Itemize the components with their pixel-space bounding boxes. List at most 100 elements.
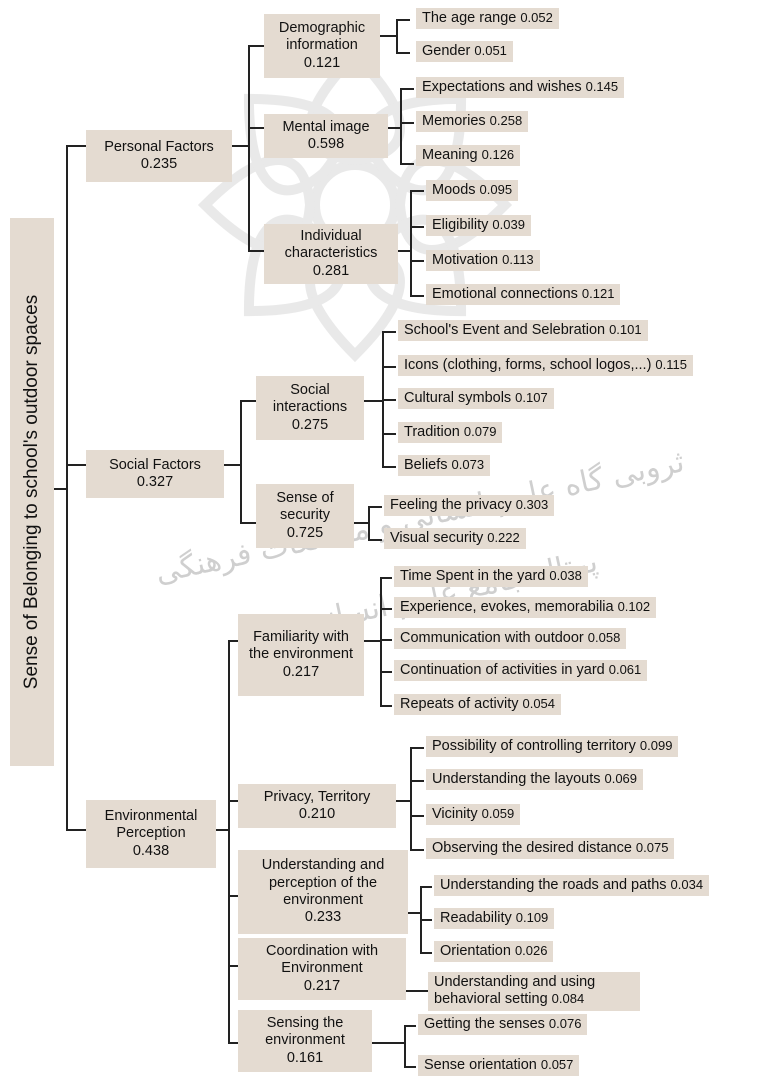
connector (248, 45, 264, 47)
connector (248, 250, 264, 252)
connector (228, 800, 238, 802)
connector (228, 640, 238, 642)
leaf-label: Sense orientation (424, 1057, 537, 1073)
node-label: Environmental Perception (104, 807, 198, 842)
leaf-value: 0.107 (515, 390, 548, 405)
leaf-label: Experience, evokes, memorabilia (400, 599, 614, 615)
node-value: 0.438 (132, 842, 170, 859)
node-label: Individual characteristics (284, 227, 378, 262)
leaf-label: Repeats of activity (400, 696, 519, 712)
node-label: Familiarity with the environment (249, 628, 353, 663)
node-value: 0.281 (312, 262, 350, 279)
connector (372, 1042, 404, 1044)
leaf-label: Beliefs (404, 457, 448, 473)
leaf-value: 0.109 (515, 910, 549, 925)
connector (66, 829, 86, 831)
leaf-label: Getting the senses (424, 1016, 545, 1032)
leaf-value: 0.069 (604, 771, 638, 786)
leaf-value: 0.052 (520, 10, 553, 25)
individual-node: Individual characteristics 0.281 (264, 224, 398, 284)
connector (410, 190, 412, 296)
social-interactions-node: Social interactions 0.275 (256, 376, 364, 440)
leaf-value: 0.222 (487, 530, 520, 545)
node-value: 0.161 (286, 1049, 324, 1066)
leaf-label: Understanding and using behavioral setti… (434, 974, 596, 1008)
social-factors-node: Social Factors 0.327 (86, 450, 224, 498)
understanding-node: Understanding and perception of the envi… (238, 850, 408, 934)
leaf-label: Motivation (432, 252, 499, 268)
leaf-value: 0.121 (581, 286, 615, 301)
leaf-label: Communication with outdoor (400, 630, 584, 646)
leaf-value: 0.075 (635, 840, 669, 855)
leaf-label: Visual security (390, 530, 484, 546)
connector (224, 464, 240, 466)
node-value: 0.725 (286, 524, 324, 541)
connector (380, 671, 392, 673)
node-label: Mental image (282, 118, 370, 135)
demographic-node: Demographic information 0.121 (264, 14, 380, 78)
node-value: 0.275 (291, 416, 329, 433)
connector (410, 815, 424, 817)
connector (228, 965, 238, 967)
leaf-value: 0.054 (522, 696, 556, 711)
leaf-label: Possibility of controlling territory (432, 738, 636, 754)
leaf-value: 0.026 (514, 943, 548, 958)
connector (368, 539, 382, 541)
leaf-value: 0.061 (608, 662, 642, 677)
connector (380, 608, 392, 610)
connector (248, 45, 250, 251)
node-label: Demographic information (278, 19, 366, 54)
connector (380, 639, 392, 641)
connector (354, 522, 368, 524)
leaf-label: Meaning (422, 147, 478, 163)
connector (240, 400, 256, 402)
leaf-label: Memories (422, 113, 486, 129)
node-value: 0.598 (307, 136, 345, 152)
connector (410, 849, 424, 851)
leaf-value: 0.102 (617, 599, 651, 614)
node-value: 0.235 (140, 156, 178, 172)
leaf-label: Expectations and wishes (422, 79, 582, 95)
node-label: Sensing the environment (265, 1014, 345, 1049)
leaf-value: 0.145 (585, 79, 619, 94)
connector (368, 506, 382, 508)
leaf-label: Observing the desired distance (432, 840, 632, 856)
connector (364, 640, 380, 642)
connector (410, 226, 424, 228)
leaf-value: 0.095 (479, 182, 513, 197)
leaf-label: School's Event and Selebration (404, 322, 606, 338)
connector (398, 250, 410, 252)
connector (410, 747, 424, 749)
node-label: Privacy, Territory (263, 788, 371, 805)
leaf-label: Gender (422, 43, 471, 59)
connector (368, 506, 370, 540)
node-label: Understanding and perception of the envi… (261, 857, 385, 908)
root-node: Sense of Belonging to school's outdoor s… (10, 218, 54, 766)
leaf-value: 0.039 (492, 217, 525, 232)
leaf-value: 0.126 (481, 147, 515, 162)
connector (380, 577, 392, 579)
connector (382, 433, 396, 435)
leaf-label: Eligibility (432, 217, 489, 233)
leaf-label: Cultural symbols (404, 390, 512, 406)
node-label: Sense of security (276, 489, 334, 524)
connector (380, 577, 382, 706)
leaf-label: Understanding the layouts (432, 771, 601, 787)
node-label: Social interactions (272, 381, 348, 416)
connector (380, 705, 392, 707)
leaf-label: Tradition (404, 424, 460, 440)
connector (410, 295, 424, 297)
connector (420, 886, 432, 888)
